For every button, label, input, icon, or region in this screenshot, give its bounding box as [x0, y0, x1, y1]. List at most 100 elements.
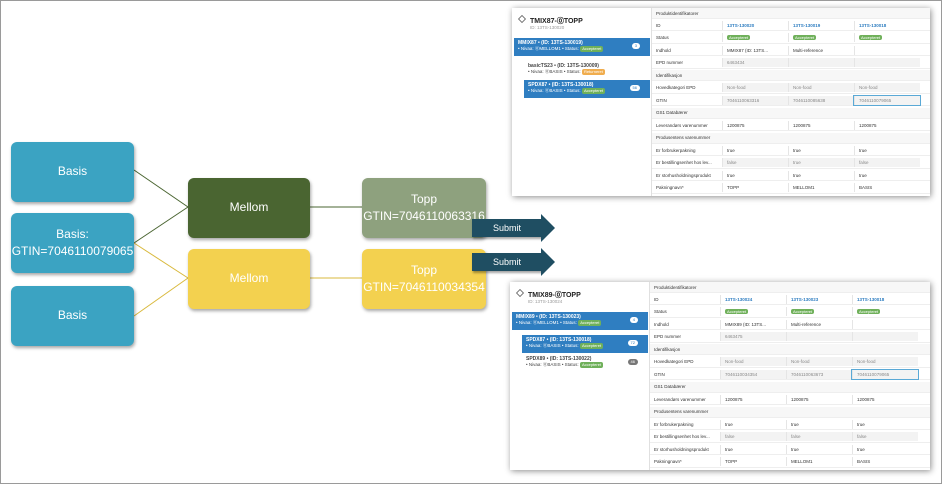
cube-icon [518, 15, 526, 23]
attribute-value[interactable]: true [786, 419, 852, 429]
attribute-label: GTIN [654, 371, 665, 377]
tree-item[interactable]: SPDX87 • (ID: 13TS-130018)• Nivaa: ⓪BASI… [524, 80, 650, 98]
attribute-value[interactable]: 13TS-130018 [854, 20, 920, 30]
attribute-value-text: false [791, 434, 801, 439]
attribute-value-text: 1200875 [793, 122, 811, 128]
attribute-value[interactable]: MELLOM1 [786, 457, 852, 466]
attribute-value-text: BASIS [859, 185, 873, 190]
attribute-value[interactable]: 1200875 [786, 394, 852, 404]
tree-item-meta: • Nivaa: ⓪BASIS • Status: Accepteret [526, 362, 644, 368]
child-count-badge[interactable]: 46 [627, 359, 638, 365]
attribute-value[interactable]: 6463475 [720, 332, 786, 341]
child-count-badge[interactable]: 3 [631, 43, 640, 49]
attribute-value[interactable]: 7046110085638 [788, 95, 854, 105]
attribute-value[interactable]: Non-food [786, 357, 852, 366]
attribute-value[interactable]: true [722, 170, 788, 180]
attribute-value[interactable]: 13TS-130018 [852, 294, 918, 304]
attribute-value[interactable]: Non-food [852, 357, 918, 366]
attribute-value[interactable]: true [852, 419, 918, 429]
attribute-value-text: true [727, 147, 735, 153]
mellom-box-dark: Mellom [188, 178, 310, 238]
attribute-value[interactable]: 13TS-130024 [720, 294, 786, 304]
attribute-value[interactable]: Accepteret [854, 33, 920, 42]
child-count-badge[interactable]: 56 [629, 85, 640, 91]
attribute-label: Pakningnavn* [656, 185, 684, 190]
attribute-value[interactable]: 1200875 [852, 394, 918, 404]
attribute-value[interactable]: 7046110034354 [720, 369, 786, 379]
attribute-value[interactable]: true [854, 170, 920, 180]
attribute-value[interactable]: 1200875 [722, 120, 788, 130]
attribute-value[interactable]: Non-food [720, 357, 786, 366]
tree-item-meta-text: • Nivaa: ⓪BASIS • Status: [526, 362, 579, 367]
attribute-value[interactable]: MMIX87 (ID: 13TS... [722, 45, 788, 55]
attribute-value[interactable]: MMIX89 (ID: 13TS... [720, 319, 786, 329]
status-badge: Accepteret [859, 35, 883, 40]
attribute-value[interactable]: 1200875 [720, 394, 786, 404]
section-title: Produktidentifikatorer [656, 10, 699, 16]
attribute-value[interactable]: true [788, 170, 854, 180]
attribute-value[interactable]: 7046110079065 [853, 94, 921, 106]
tree-item[interactable]: SPDX87 • (ID: 13TS-130018)• Nivaa: ⓪BASI… [522, 335, 648, 353]
attribute-value[interactable] [786, 332, 852, 341]
attribute-value[interactable]: 6463434 [722, 58, 788, 67]
attribute-value-text: 7046110079065 [859, 97, 892, 103]
attribute-value[interactable]: 1200875 [788, 120, 854, 130]
attribute-value[interactable]: true [854, 145, 920, 155]
attribute-value-text: false [859, 160, 869, 165]
attribute-value[interactable]: false [852, 432, 918, 441]
attribute-value[interactable] [788, 58, 854, 67]
attribute-value[interactable]: Accepteret [720, 307, 786, 316]
attribute-value[interactable]: 7046110063673 [786, 369, 852, 379]
attribute-value[interactable]: true [720, 444, 786, 454]
status-badge: Accepteret [857, 309, 881, 314]
attribute-value[interactable] [852, 332, 918, 341]
attribute-value[interactable]: false [722, 158, 788, 167]
attribute-value[interactable]: TOPP [722, 183, 788, 192]
attribute-value[interactable]: Accepteret [722, 33, 788, 42]
connector-basis-top-mellom [133, 169, 189, 208]
attribute-label: GS1 Databærer [654, 384, 686, 389]
attribute-value[interactable]: true [788, 145, 854, 155]
attribute-value[interactable]: Accepteret [852, 307, 918, 316]
attribute-value[interactable]: true [788, 158, 854, 167]
tree-item[interactable]: MMIX87 • (ID: 13TS-130019)• Nivaa: ⓪MELL… [514, 38, 650, 56]
attribute-value-text: true [857, 446, 865, 452]
mellom-light-label: Mellom [229, 271, 269, 286]
attribute-value[interactable]: false [854, 158, 920, 167]
attribute-value[interactable]: Non-food [854, 83, 920, 92]
attribute-value[interactable]: 13TS-130023 [786, 294, 852, 304]
attribute-value[interactable]: true [852, 444, 918, 454]
child-count-badge[interactable]: 72 [627, 340, 638, 346]
attribute-value[interactable]: Non-food [722, 83, 788, 92]
attribute-value[interactable]: true [720, 419, 786, 429]
tree-item[interactable]: MMIX89 • (ID: 13TS-130023)• Nivaa: ⓪MELL… [512, 312, 648, 330]
tree-item[interactable]: SPDX89 • (ID: 13TS-130022)• Nivaa: ⓪BASI… [522, 354, 648, 372]
tree-item[interactable]: basicTS23 • (ID: 13TS-130009)• Nivaa: ⓪B… [524, 61, 650, 79]
attribute-value[interactable]: MELLOM1 [788, 183, 854, 192]
attribute-value[interactable]: Non-food [788, 83, 854, 92]
attribute-value[interactable]: BASIS [852, 457, 918, 466]
attribute-value[interactable] [854, 58, 920, 67]
attribute-value[interactable] [854, 45, 920, 55]
attribute-value[interactable]: Multi-reference [788, 45, 854, 55]
attribute-value[interactable]: 7046110063316 [722, 95, 788, 105]
attribute-value[interactable]: Multi-reference [786, 319, 852, 329]
attribute-value[interactable]: false [786, 432, 852, 441]
attribute-value[interactable]: BASIS [854, 183, 920, 192]
attribute-value[interactable]: 13TS-130019 [788, 20, 854, 30]
attribute-value[interactable]: true [786, 444, 852, 454]
attribute-value[interactable]: 13TS-130020 [722, 20, 788, 30]
attribute-value[interactable]: Accepteret [788, 33, 854, 42]
child-count-badge[interactable]: 4 [629, 317, 638, 323]
attribute-value[interactable] [852, 319, 918, 329]
attribute-value[interactable]: 7046110079065 [851, 368, 919, 380]
attribute-value[interactable]: 1200875 [854, 120, 920, 130]
attribute-value[interactable]: TOPP [720, 457, 786, 466]
attribute-value[interactable]: true [722, 145, 788, 155]
attribute-value[interactable]: false [720, 432, 786, 441]
attribute-value[interactable]: Accepteret [786, 307, 852, 316]
